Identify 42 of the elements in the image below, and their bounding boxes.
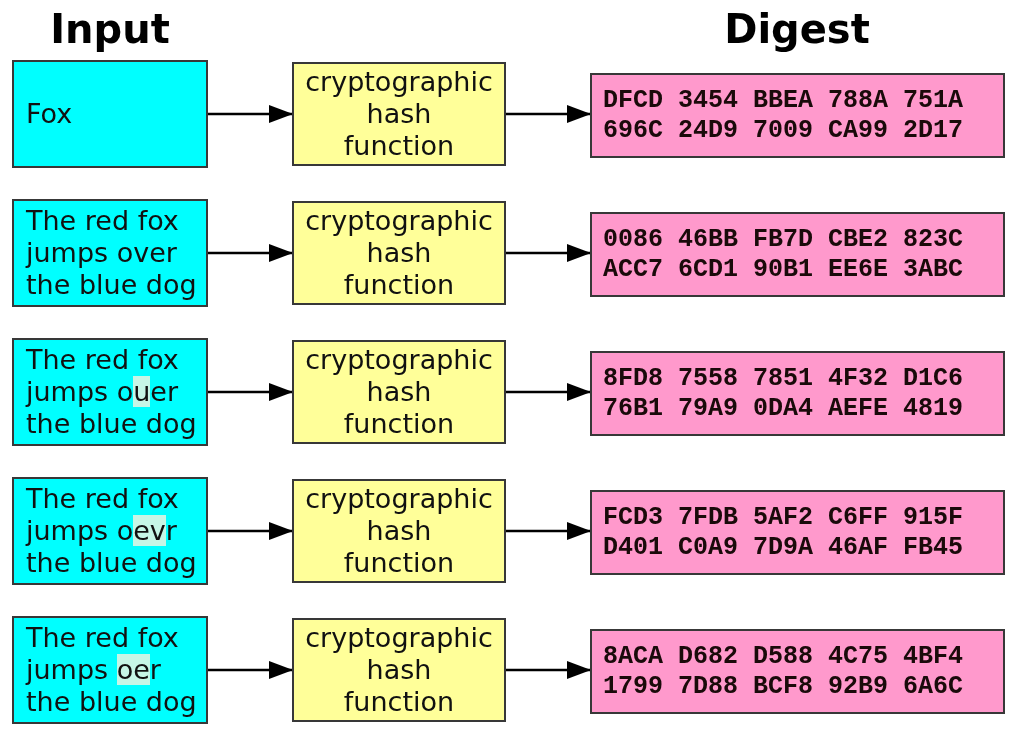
- input-box: [12, 338, 208, 446]
- arrow: [506, 105, 591, 123]
- input-box: [12, 60, 208, 168]
- digest-text: FCD3 7FDB 5AF2 C6FF 915F D401 C0A9 7D9A 46AF FB45: [603, 502, 965, 563]
- function-label: cryptographic hash function: [305, 622, 493, 718]
- column-heading: Digest: [724, 6, 870, 52]
- hash-function-box: [292, 340, 506, 444]
- column-heading: Input: [50, 6, 170, 52]
- function-label: cryptographic hash function: [305, 483, 493, 579]
- hash-function-box: [292, 618, 506, 722]
- hash-function-box: [292, 201, 506, 305]
- input-text: The red fox jumps oevr the blue dog: [26, 483, 198, 579]
- input-box: [12, 616, 208, 724]
- hash-function-box: [292, 479, 506, 583]
- digest-text: 8FD8 7558 7851 4F32 D1C6 76B1 79A9 0DA4 AEFE 4819: [603, 363, 965, 424]
- input-text: Fox: [26, 98, 74, 130]
- function-label: cryptographic hash function: [305, 344, 493, 440]
- input-text: The red fox jumps ouer the blue dog: [26, 344, 198, 440]
- digest-box: [590, 490, 1005, 575]
- digest-box: [590, 212, 1005, 297]
- input-box: [12, 477, 208, 585]
- arrow: [506, 522, 591, 540]
- arrow: [208, 661, 293, 679]
- arrow: [208, 105, 293, 123]
- arrow: [208, 244, 293, 262]
- arrow: [506, 661, 591, 679]
- input-text: The red fox jumps oer the blue dog: [26, 622, 198, 718]
- hash-function-box: [292, 62, 506, 166]
- digest-box: [590, 351, 1005, 436]
- input-text: The red fox jumps over the blue dog: [26, 205, 198, 301]
- arrow: [506, 383, 591, 401]
- arrow: [208, 522, 293, 540]
- arrow: [506, 244, 591, 262]
- function-label: cryptographic hash function: [305, 66, 493, 162]
- digest-text: DFCD 3454 BBEA 788A 751A 696C 24D9 7009 CA99 2D17: [603, 85, 965, 146]
- digest-box: [590, 73, 1005, 158]
- digest-text: 8ACA D682 D588 4C75 4BF4 1799 7D88 BCF8 92B9 6A6C: [603, 641, 965, 702]
- arrow: [208, 383, 293, 401]
- input-box: [12, 199, 208, 307]
- digest-text: 0086 46BB FB7D CBE2 823C ACC7 6CD1 90B1 EE6E 3ABC: [603, 224, 965, 285]
- function-label: cryptographic hash function: [305, 205, 493, 301]
- digest-box: [590, 629, 1005, 714]
